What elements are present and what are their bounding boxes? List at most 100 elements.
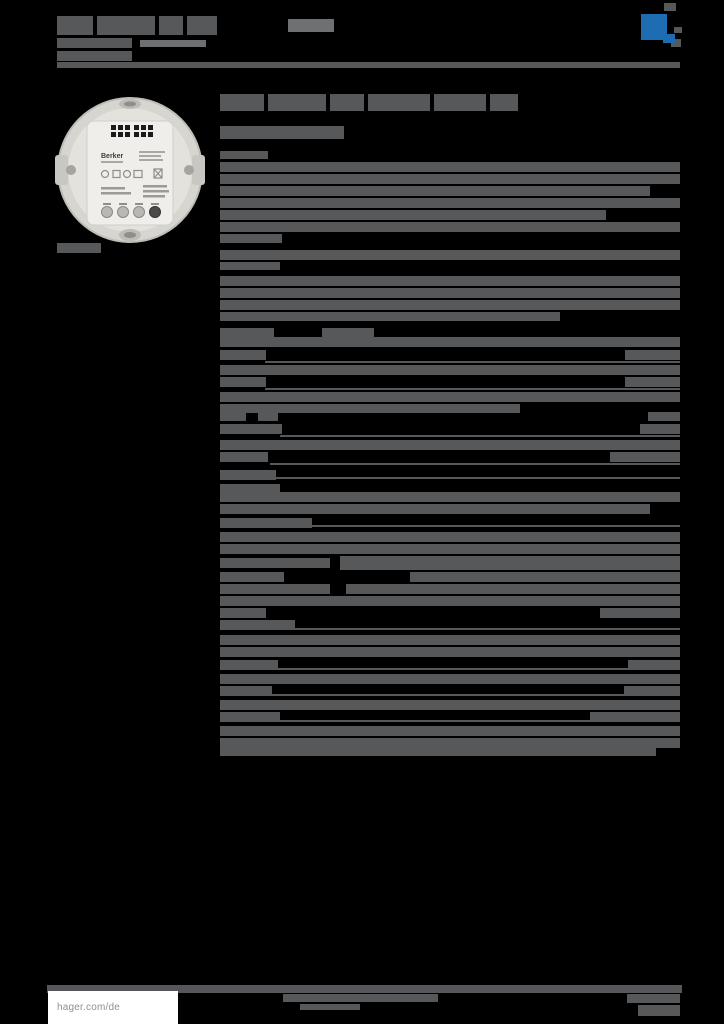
product-brand-label: Berker — [101, 153, 123, 160]
redacted-text-block — [220, 726, 680, 736]
redacted-text-block — [280, 720, 680, 722]
redacted-text-block — [220, 174, 680, 184]
redacted-text-block — [140, 40, 206, 47]
redacted-text-block — [625, 377, 680, 387]
redacted-text-block — [220, 700, 680, 710]
product-photo: Berker — [55, 95, 205, 245]
redacted-text-block — [258, 412, 278, 421]
redacted-text-block — [590, 712, 680, 722]
redacted-text-block — [220, 748, 656, 756]
redacted-text-block — [288, 19, 334, 32]
redacted-text-block — [220, 452, 268, 462]
redacted-text-block — [220, 712, 280, 722]
redacted-text-block — [278, 668, 680, 670]
redacted-text-block — [220, 738, 680, 748]
redacted-text-block — [300, 1004, 360, 1010]
redacted-text-block — [220, 504, 650, 514]
redacted-text-block — [220, 584, 330, 594]
redacted-text-block — [283, 994, 438, 1002]
redacted-text-block — [220, 424, 282, 434]
redacted-text-block — [97, 16, 155, 35]
certification-icons — [100, 168, 163, 179]
redacted-text-block — [295, 628, 680, 630]
redacted-text-block — [610, 452, 680, 462]
redacted-text-block — [220, 250, 680, 260]
redacted-text-block — [322, 328, 374, 337]
redacted-text-block — [220, 674, 680, 684]
redacted-text-block — [220, 572, 284, 582]
redacted-text-block — [220, 544, 680, 554]
redacted-text-block — [600, 608, 680, 618]
product-photo-image: Berker — [55, 97, 205, 243]
redacted-text-block — [270, 463, 680, 465]
redacted-text-block — [220, 484, 280, 494]
hager-logo — [641, 14, 675, 43]
redacted-text-block — [220, 162, 680, 172]
redacted-text-block — [280, 435, 680, 437]
redacted-text-block — [159, 16, 183, 35]
redacted-text-block — [220, 262, 280, 270]
redacted-text-block — [220, 186, 650, 196]
redacted-text-block — [220, 210, 606, 220]
redacted-text-block — [671, 39, 681, 47]
spec-text-lines — [101, 185, 169, 198]
redacted-text-block — [220, 608, 266, 618]
redacted-text-block — [434, 94, 486, 111]
redacted-text-block — [664, 3, 676, 11]
redacted-text-block — [628, 660, 680, 670]
redacted-text-block — [220, 276, 680, 286]
redacted-text-block — [220, 558, 330, 568]
redacted-text-block — [625, 350, 680, 360]
redacted-text-block — [220, 518, 312, 528]
claw-left — [55, 155, 68, 185]
footer-website-box: hager.com/de — [48, 991, 178, 1024]
redacted-text-block — [220, 404, 520, 413]
redacted-text-block — [220, 328, 274, 337]
footer-website-link[interactable]: hager.com/de — [57, 1002, 120, 1013]
redacted-text-block — [627, 994, 680, 1003]
redacted-text-block — [220, 151, 268, 159]
redacted-text-block — [220, 492, 680, 502]
redacted-text-block — [340, 556, 680, 570]
redacted-text-block — [368, 94, 430, 111]
redacted-text-block — [220, 660, 278, 670]
redacted-text-block — [674, 27, 682, 33]
redacted-text-block — [220, 94, 264, 111]
redacted-text-block — [220, 412, 246, 421]
redacted-text-block — [220, 234, 282, 243]
redacted-text-block — [57, 38, 132, 48]
redacted-text-block — [220, 647, 680, 657]
redacted-text-block — [220, 222, 680, 232]
redacted-text-block — [57, 16, 93, 35]
redacted-text-block — [268, 94, 326, 111]
terminal-screws — [101, 203, 161, 218]
redacted-text-block — [220, 532, 680, 542]
redacted-text-block — [265, 388, 680, 390]
redacted-text-block — [187, 16, 217, 35]
redacted-text-block — [57, 243, 101, 253]
redacted-text-block — [272, 694, 680, 696]
redacted-text-block — [220, 686, 272, 696]
redacted-text-block — [220, 470, 276, 480]
claw-right — [192, 155, 205, 185]
redacted-text-block — [330, 94, 364, 111]
redacted-text-block — [220, 620, 295, 630]
redacted-text-block — [220, 440, 680, 450]
redacted-text-block — [220, 365, 680, 375]
redacted-text-block — [220, 377, 266, 387]
redacted-text-block — [410, 572, 680, 582]
redacted-text-block — [648, 412, 680, 421]
redacted-text-block — [640, 424, 680, 434]
redacted-text-block — [220, 337, 680, 347]
redacted-text-block — [624, 686, 680, 696]
redacted-text-block — [220, 392, 680, 402]
hager-logo-mark — [641, 14, 675, 43]
screw-left-icon — [66, 165, 76, 175]
redacted-text-block — [220, 288, 680, 298]
label-fine-print — [101, 151, 165, 163]
screw-right-icon — [184, 165, 194, 175]
redacted-text-block — [57, 62, 680, 68]
redacted-text-block — [220, 300, 680, 310]
